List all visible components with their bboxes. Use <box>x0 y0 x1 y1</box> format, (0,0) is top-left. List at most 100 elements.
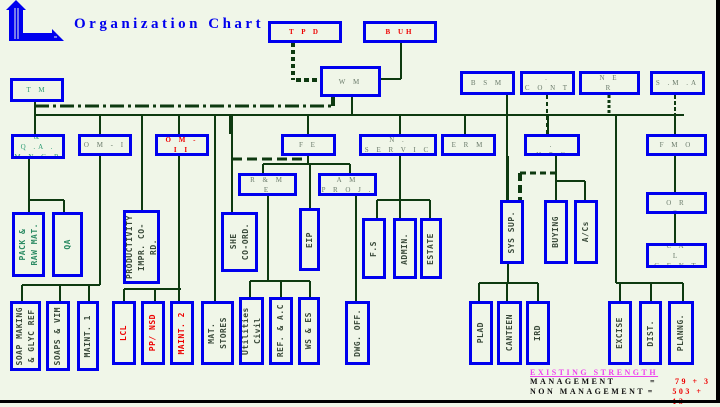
org-node-label: IRD <box>533 325 542 341</box>
org-node-excise: EXCISE <box>608 301 632 365</box>
org-node-soap-making: SOAP MAKING & GLYC REF <box>10 301 41 371</box>
org-node-label: C O N T . H P C <box>529 134 575 156</box>
summary-equals: = <box>650 377 658 386</box>
org-node-label: LCL <box>119 325 128 341</box>
org-node-pp-nsd: PP/ NSD <box>141 301 165 365</box>
org-node-label: SOAPS & VIM <box>53 306 62 366</box>
org-node-label: EIP <box>304 231 314 248</box>
org-node-label: O M - I I <box>165 136 199 154</box>
org-node-label: SYS SUP. <box>507 210 516 254</box>
org-node-label: ESTATE <box>426 232 435 265</box>
org-node-label: F E <box>299 141 318 149</box>
org-node-om1: O M - I <box>78 134 132 156</box>
org-node-label: EXCISE <box>615 317 624 349</box>
summary-label: NON MANAGEMENT <box>530 387 646 396</box>
org-node-estate: ESTATE <box>420 218 442 279</box>
org-node-label: E R M <box>451 141 486 149</box>
org-node-maint1: MAINT. 1 <box>77 301 99 371</box>
org-node-label: D E V . & Q .A . M N G R . <box>14 134 62 159</box>
org-node-label: PP/ NSD <box>148 314 157 352</box>
org-node-plad: PLAD <box>469 301 493 365</box>
org-node-am-admin: A M A D M I N . S E R V I C E S <box>359 134 437 156</box>
org-node-erm: E R M <box>441 134 496 156</box>
org-node-label: CANTEEN <box>504 314 514 352</box>
bottom-border <box>0 400 720 403</box>
org-node-label: SOAP MAKING & GLYC REF <box>14 306 36 366</box>
org-node-label: R & M E <box>250 175 285 194</box>
org-node-label: PRODUCTIVITY IMPR. CO- RD. <box>124 215 158 279</box>
org-node-label: PACK & RAW MAT. <box>17 223 39 266</box>
org-node-ws-es: WS & ES <box>298 297 320 365</box>
org-node-cont-hpc: C O N T . H P C <box>524 134 580 156</box>
org-node-productivity: PRODUCTIVITY IMPR. CO- RD. <box>123 210 160 284</box>
org-node-label: PLANNG. <box>676 314 685 352</box>
org-node-label: T P D <box>289 28 321 36</box>
org-node-label: DIST. <box>645 319 655 347</box>
org-node-soaps-vim: SOAPS & VIM <box>46 301 70 371</box>
org-node-utilities-civil: Utilities Civil <box>239 297 264 365</box>
summary-value: 79 + 3 <box>675 377 711 386</box>
org-node-fs: F.S <box>362 218 386 279</box>
org-node-label: A/Cs <box>581 221 590 243</box>
org-node-label: MAINT. 1 <box>83 314 92 358</box>
org-node-label: F M O <box>659 141 694 149</box>
org-node-canteen: CANTEEN <box>497 301 522 365</box>
org-node-label: A M P R O J . <box>321 175 374 194</box>
org-node-fmo: F M O <box>646 134 707 156</box>
org-node-label: O M - I <box>83 141 127 149</box>
org-node-ird: IRD <box>526 301 550 365</box>
org-node-admin: ADMIN. <box>393 218 417 279</box>
org-node-doctors: D O C T O R S <box>646 192 707 214</box>
org-node-corp-cont: C O R P . C O N T . <box>520 71 575 95</box>
org-node-medical-center: M E D I C A L C E N T E R <box>646 243 707 268</box>
org-node-acs: A/Cs <box>574 200 598 264</box>
summary-header: EXISTING STRENGTH <box>530 368 659 377</box>
org-node-lcl: LCL <box>112 301 136 365</box>
org-node-maint2: MAINT. 2 <box>170 301 194 365</box>
org-node-bsm: B S M <box>460 71 515 95</box>
org-node-label: SHE CO-ORD. <box>228 223 250 261</box>
org-node-buh: B UH <box>363 21 437 43</box>
org-node-label: B S M <box>470 79 505 87</box>
org-node-label: F.S <box>369 240 378 257</box>
org-node-rme: R & M E <box>238 173 297 196</box>
summary-row-management: MANAGEMENT = 79 + 3 <box>530 377 720 387</box>
org-node-label: DWG. OFF. <box>352 309 362 357</box>
org-node-tpd: T P D <box>268 21 342 43</box>
org-node-fe: F E <box>281 134 336 156</box>
summary-equals: = <box>647 387 655 396</box>
org-node-buying: BUYING <box>544 200 568 264</box>
org-node-am-proj: A M P R O J . <box>318 173 377 196</box>
org-node-label: MAT. STORES <box>206 317 228 349</box>
summary-row-non-management: NON MANAGEMENT = 503 + 13 <box>530 387 720 407</box>
org-node-pack-raw: PACK & RAW MAT. <box>12 212 45 277</box>
org-node-label: ADMIN. <box>400 232 409 265</box>
org-node-dev-qa-mngr: D E V . & Q .A . M N G R . <box>11 134 65 159</box>
org-node-ref-ac: REF. & A.C <box>269 297 293 365</box>
org-node-label: B UH <box>385 28 415 36</box>
org-node-label: QA <box>62 239 72 250</box>
org-node-label: P L A N N E R H P C <box>599 74 620 92</box>
org-node-label: S .M .A <box>655 79 700 87</box>
org-node-label: A M A D M I N . S E R V I C E S <box>364 136 432 154</box>
org-node-label: WS & ES <box>304 312 313 350</box>
org-node-tm: T M <box>10 78 64 102</box>
org-node-wm: W M <box>320 66 381 97</box>
org-node-sys-sup: SYS SUP. <box>500 200 524 264</box>
org-node-label: REF. & A.C <box>276 304 285 358</box>
org-node-dwg-off: DWG. OFF. <box>345 301 370 365</box>
org-node-she: SHE CO-ORD. <box>221 212 258 272</box>
org-node-label: W M <box>338 77 363 86</box>
org-node-planng: PLANNG. <box>668 301 694 365</box>
org-node-label: T M <box>26 86 48 94</box>
org-node-label: D O C T O R S <box>653 192 700 214</box>
org-node-sma: S .M .A <box>650 71 705 95</box>
org-node-eip: EIP <box>299 208 320 271</box>
right-border <box>716 0 720 403</box>
page-title: Organization Chart <box>74 16 265 32</box>
org-node-mat-stores: MAT. STORES <box>201 301 234 365</box>
org-node-planner-hpc: P L A N N E R H P C <box>579 71 640 95</box>
org-node-label: PLAD <box>476 322 485 344</box>
org-node-label: C O R P . C O N T . <box>524 74 571 92</box>
org-node-label: M E D I C A L C E N T E R <box>654 243 699 268</box>
